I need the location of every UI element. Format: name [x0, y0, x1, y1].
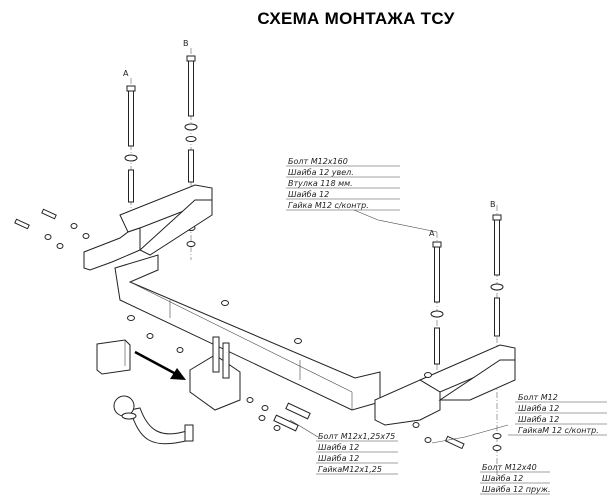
- callout-bottom-right-item: Шайба 12 пруж.: [482, 485, 551, 494]
- marker-b-left: B: [183, 39, 189, 48]
- marker-a-right: A: [429, 229, 435, 238]
- tow-ball-icon: [113, 395, 194, 445]
- electrical-socket-icon: [96, 339, 131, 375]
- callout-right-item: Болт М12: [518, 393, 558, 402]
- callout-bottom-center-item: Шайба 12: [318, 443, 359, 452]
- marker-b-right: B: [490, 200, 496, 209]
- diagram-title: СХЕМА МОНТАЖА ТСУ: [257, 9, 455, 28]
- callout-right-item: ГайкаМ 12 с/контр.: [518, 426, 599, 435]
- marker-a-left: A: [123, 69, 129, 78]
- callout-top-item: Болт М12х160: [288, 157, 348, 166]
- callout-bottom-center-item: Болт М12х1,25х75: [318, 432, 395, 441]
- callout-top-item: Втулка 118 мм.: [288, 179, 353, 188]
- side-bolts-left: [14, 208, 432, 378]
- callout-top-item: Гайка М12 с/контр.: [288, 201, 369, 210]
- callout-bottom-right-item: Шайба 12: [482, 474, 523, 483]
- callout-top: Болт М12х160 Шайба 12 увел. Втулка 118 м…: [286, 157, 400, 211]
- callout-right: Болт М12 Шайба 12 Шайба 12 ГайкаМ 12 с/к…: [508, 393, 607, 436]
- bolt-b-right: [490, 214, 504, 451]
- bolt-a-right: [430, 241, 444, 365]
- callout-bottom-right: Болт М12х40 Шайба 12 Шайба 12 пруж.: [480, 463, 551, 495]
- callout-top-item: Шайба 12: [288, 190, 329, 199]
- callout-bottom-center-item: ГайкаМ12х1,25: [318, 465, 382, 474]
- leader-lines: [289, 209, 509, 444]
- callout-bottom-center-item: Шайба 12: [318, 454, 359, 463]
- callout-right-item: Шайба 12: [518, 404, 559, 413]
- right-bracket: [374, 344, 516, 426]
- left-bracket: [83, 184, 213, 271]
- bolt-a-left: [124, 85, 138, 203]
- hitch-mount-plate: [146, 333, 465, 450]
- callout-bottom-center: Болт М12х1,25х75 Шайба 12 Шайба 12 Гайка…: [316, 432, 398, 475]
- main-crossbeam: [114, 254, 381, 411]
- center-lines: [130, 48, 498, 480]
- arrow-icon: [134, 350, 186, 380]
- callout-bottom-right-item: Болт М12х40: [482, 463, 537, 472]
- callout-top-item: Шайба 12 увел.: [288, 168, 354, 177]
- bolt-b-left: [184, 55, 198, 247]
- callout-right-item: Шайба 12: [518, 415, 559, 424]
